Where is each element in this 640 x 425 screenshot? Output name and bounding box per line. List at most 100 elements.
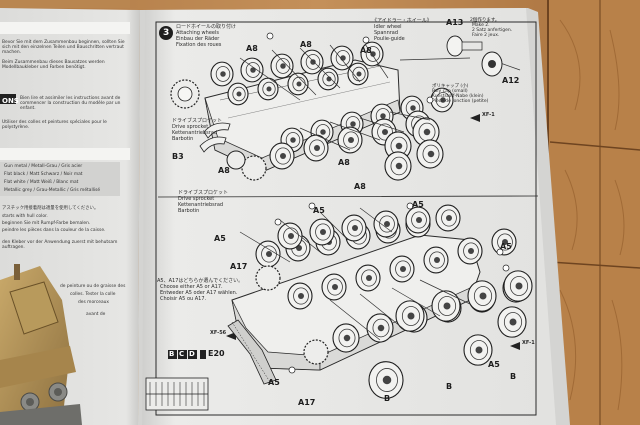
- glue-note-text: beginnen Sie mit Rumpf-Farbe bemalen.: [2, 221, 91, 226]
- sprocket-note: Drive sprocket: [172, 124, 209, 130]
- road-wheel: [467, 280, 497, 312]
- paint-chart-row: Metallic grey / Grau-Metallic / Gris mét…: [4, 188, 101, 193]
- part-label-a17: A17: [230, 262, 248, 271]
- road-wheel: [457, 237, 483, 265]
- instruction-text-1: Bevor Sie mit dem Zusammenbau beginnen, …: [2, 40, 125, 56]
- road-wheel: [287, 282, 313, 310]
- polycap-note: Pièce de jonction (petite): [432, 99, 489, 104]
- road-wheel: [330, 45, 354, 71]
- road-wheel: [389, 255, 415, 283]
- road-wheel: [491, 228, 517, 256]
- part-label-a5: A5: [313, 206, 325, 215]
- choose-note: Entweder A5 oder A17 wählen.: [160, 290, 238, 296]
- road-wheel: [373, 210, 399, 238]
- part-label-a5: A5: [488, 360, 500, 369]
- make-two-note: Faire 2 jeux.: [472, 33, 500, 38]
- road-wheel: [269, 142, 295, 170]
- glue-note-text: colles. Tester la colle: [70, 292, 116, 297]
- paint-chart-row: Flat black / Matt Schwarz / Noir mat: [4, 172, 83, 177]
- road-wheel: [368, 361, 404, 399]
- idler-wheel-inset: [446, 35, 503, 77]
- road-wheel: [287, 72, 309, 96]
- part-label-a8: A8: [218, 166, 230, 175]
- sprocket-note: Kettenantriebsrad: [172, 130, 218, 136]
- road-wheel: [240, 57, 264, 83]
- sprocket-note-lower: Barbotin: [178, 208, 200, 214]
- step-title-jp: ロードホイールの取り付け: [176, 24, 237, 30]
- idler-title: Idler wheel: [374, 24, 402, 30]
- circle-reference-marks: [266, 32, 510, 374]
- parts-tree-c: C: [179, 350, 185, 358]
- road-wheel: [431, 290, 461, 322]
- step-title-en: Attaching wheels: [176, 30, 219, 36]
- track-sprue: [145, 377, 209, 411]
- paint-callout-xf1: XF-1: [482, 112, 495, 118]
- polycap-note: ポリキャップ (小): [432, 84, 469, 89]
- road-wheel: [503, 270, 533, 302]
- idler-title: Poulie-guide: [374, 36, 405, 42]
- sprocket-note-lower: Kettenantriebsrad: [178, 202, 224, 208]
- road-wheel: [332, 323, 360, 353]
- part-label-a8: A8: [246, 44, 258, 53]
- sprocket-note: Barbotin: [172, 136, 194, 142]
- road-wheel: [423, 246, 449, 274]
- road-wheel: [355, 264, 381, 292]
- glue-note-text: アスチック用接着剤は適量を使用してください。: [2, 206, 99, 211]
- sprocket-note: ドライブスプロケット: [172, 118, 223, 124]
- road-wheel: [341, 214, 367, 242]
- instruction-text-4: Utiliser des colles et peintures spécial…: [2, 120, 107, 131]
- parts-tree-b: B: [169, 350, 175, 358]
- road-wheel: [210, 61, 234, 87]
- road-wheel: [227, 82, 249, 106]
- polycap-note: Kunststoff-Nabe (klein): [432, 94, 484, 99]
- part-label-b: B: [446, 382, 453, 391]
- road-wheel: [405, 206, 431, 234]
- road-wheel: [416, 139, 444, 169]
- part-label-a8: A8: [354, 182, 366, 191]
- glue-note-text: starts with hull color.: [2, 214, 48, 219]
- sprocket-note-lower: Drive sprocket: [178, 196, 215, 202]
- idler-title: Spannrad: [374, 30, 399, 36]
- instruction-text-2: Beim Zusammenbau dieses Bausatzes werden…: [2, 60, 105, 71]
- road-wheel: [257, 77, 279, 101]
- road-wheel: [337, 126, 363, 154]
- step-title-de: Einbau der Räder: [176, 36, 220, 42]
- glue-note-text: avant de: [86, 312, 106, 317]
- choose-note: A5、A17はどちらか選んでください。: [157, 278, 244, 284]
- road-wheel: [463, 334, 493, 366]
- glue-note-text: de peinture ou de graisse des: [60, 284, 126, 289]
- road-wheel: [384, 151, 412, 181]
- part-label-a8: A8: [338, 158, 350, 167]
- road-wheel: [384, 131, 412, 161]
- sprocket-note-lower: ドライブスプロケット: [178, 190, 229, 196]
- part-label-a5: A5: [268, 378, 280, 387]
- paint-callout-xf1: XF-1: [522, 340, 535, 346]
- polycap-note: Poly cap (small): [432, 89, 468, 94]
- paint-callout-xf56: XF-56: [210, 330, 227, 336]
- part-label-b: B: [384, 394, 391, 403]
- paint-chart-row: Gun metal / Metall-Grau / Gris acier: [4, 164, 83, 169]
- instruction-text-3: Bien lire et assimiler les instructions …: [20, 96, 121, 112]
- glue-note-text: peindre les pièces dans la couleur de la…: [2, 228, 106, 233]
- parts-tree-boxes: [168, 350, 206, 359]
- part-label-a13: A13: [446, 18, 464, 27]
- step-title-fr: Fixation des roues: [176, 42, 222, 48]
- paint-chart-row: Flat white / Matt Weiß / Blanc mat: [4, 180, 79, 185]
- road-wheel: [430, 87, 454, 113]
- instructions-section-heading: ONS: [2, 97, 19, 105]
- road-wheel: [277, 222, 303, 250]
- assembly-arrows: [239, 43, 521, 341]
- road-wheel: [270, 53, 294, 79]
- part-label-a12: A12: [502, 76, 520, 85]
- part-label-a17: A17: [298, 398, 316, 407]
- glue-note-text: den Kleber vor der Anwendung zuerst mit …: [2, 240, 118, 251]
- part-label-a5: A5: [412, 200, 424, 209]
- road-wheels: [210, 41, 533, 399]
- part-label-b3: B3: [172, 152, 184, 161]
- glue-note-text: des morceaux: [78, 300, 110, 305]
- step-number: 3: [163, 28, 170, 38]
- make-two-note: Make 2.: [472, 23, 490, 28]
- make-two-note: 2 Satz anfertigen.: [472, 28, 513, 33]
- paint-marker-icon: [226, 114, 520, 350]
